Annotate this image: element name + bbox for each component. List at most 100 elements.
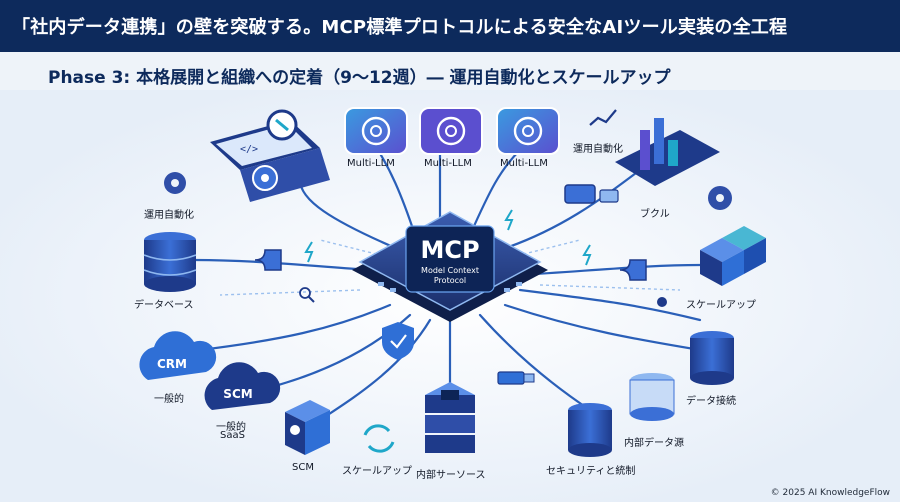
box-gear-icon (290, 425, 300, 435)
server-layer (425, 415, 475, 433)
cube-left (700, 250, 722, 286)
connector-left-icon (254, 249, 282, 271)
data-cylinder-bottom-icon (568, 403, 612, 457)
scm-box-icon (285, 400, 330, 455)
llm-logo-icon (361, 116, 391, 146)
scaleup-refresh-icon (363, 424, 395, 453)
db-bottom (690, 371, 734, 385)
connector-right-icon (619, 259, 647, 281)
hub-port (378, 282, 384, 286)
diagram-svg: MCP Model Context Protocol (0, 90, 900, 502)
box-top (285, 400, 330, 422)
llm-card-bg (419, 107, 483, 155)
code-glyph: </> (240, 144, 258, 155)
connector-tip (599, 189, 619, 203)
db-bottom (630, 407, 674, 421)
label-block: ブクル (640, 209, 670, 220)
box-right (305, 410, 330, 455)
automation-gear-right-icon (708, 186, 732, 210)
trend-arrow-icon (589, 109, 617, 126)
hub-port (390, 288, 396, 292)
connector-top-icon (564, 184, 619, 204)
cloud-shape (139, 331, 217, 380)
refresh-arc (367, 441, 395, 453)
label-general-2: 一般的 (216, 422, 246, 433)
link-scale (518, 288, 702, 322)
hub-sub-label-1: Model Context (421, 266, 479, 275)
plug-shape (619, 259, 647, 281)
link-data-connect (503, 303, 702, 352)
link-internal-data (478, 313, 592, 412)
platform-top (615, 130, 720, 186)
link-cube (518, 263, 702, 277)
link-llm-1 (376, 148, 417, 237)
data-cylinder-middle-icon (629, 373, 675, 421)
hub-ports (378, 282, 522, 292)
hub-port (504, 288, 510, 292)
plug-shape (254, 249, 282, 271)
label-data-connect: データ接続 (686, 396, 736, 407)
label-security: セキュリティと統制 (546, 466, 636, 477)
gear-center (261, 174, 269, 182)
hub-chip (405, 225, 495, 293)
label-scm-bottom: SCM (292, 462, 314, 473)
hub-main-label: MCP (420, 236, 479, 264)
gear-hole (171, 179, 179, 187)
llm-label-2: Multi-LLM (424, 158, 472, 169)
label-scaleup-right: スケールアップ (686, 300, 756, 311)
scm-cloud-icon: SCM (204, 362, 281, 410)
llm-logo-inner-icon (370, 125, 382, 137)
phase-subtitle-text: Phase 3: 本格展開と組織への定着（9〜12週）― 運用自動化とスケールア… (48, 67, 671, 88)
arrow-right-1 (539, 284, 681, 291)
link-llm-3 (468, 148, 522, 237)
mcp-hub: MCP Model Context Protocol (352, 211, 548, 322)
hub-sub-label-2: Protocol (434, 276, 466, 285)
usb-plug-icon (497, 371, 535, 385)
gauge-needle (275, 118, 289, 132)
llm-logo-inner-icon (522, 125, 534, 137)
llm-logo-inner-icon (445, 125, 457, 137)
chart-bar (640, 130, 650, 170)
llm-label-1: Multi-LLM (347, 158, 395, 169)
llm-logo-icon (513, 116, 543, 146)
bolt-icon (504, 209, 514, 231)
link-scm-box (318, 318, 432, 422)
usb-body (497, 371, 525, 385)
hub-port (516, 282, 522, 286)
connector-box (564, 184, 596, 204)
phase-subtitle: Phase 3: 本格展開と組織への定着（9〜12週）― 運用自動化とスケールア… (48, 60, 671, 90)
page-title: 「社内データ連携」の壁を突破する。MCP標準プロトコルによる安全なAIツール実装… (12, 17, 788, 38)
label-internal-resource: 内部サーソース (416, 470, 486, 481)
lens (299, 287, 311, 299)
llm-label-3: Multi-LLM (500, 158, 548, 169)
label-general-1: 一般的 (154, 394, 184, 405)
server-layer (425, 435, 475, 453)
security-shield-icon (382, 322, 414, 360)
refresh-gauge-icon (266, 109, 298, 141)
small-node-icon (657, 297, 667, 307)
bolt-icon (304, 241, 314, 263)
chart-platform-icon (589, 109, 720, 186)
data-cylinder-right-icon (690, 331, 734, 385)
llm-card-3 (496, 107, 560, 155)
cube-right-2 (744, 238, 766, 274)
usb-tip (523, 373, 535, 383)
arrow-left-1 (219, 289, 361, 296)
link-chart (498, 168, 642, 252)
server-stack-icon (425, 382, 475, 453)
bolt-icon (582, 244, 592, 266)
link-crm (198, 303, 392, 352)
copyright-footer: © 2025 AI KnowledgeFlow (770, 488, 890, 498)
crm-text: CRM (157, 357, 187, 371)
chart-bar (654, 118, 664, 164)
server-layer (425, 395, 475, 413)
shield-shape (382, 322, 414, 360)
cube-right (722, 250, 744, 286)
label-internal-data: 内部データ源 (624, 438, 684, 449)
refresh-arc (363, 424, 391, 436)
llm-logo-icon (436, 116, 466, 146)
architecture-diagram: MCP Model Context Protocol (0, 90, 900, 502)
crm-cloud-icon: CRM (139, 331, 217, 380)
llm-card-bg (496, 107, 560, 155)
automation-gear-icon (164, 172, 186, 194)
